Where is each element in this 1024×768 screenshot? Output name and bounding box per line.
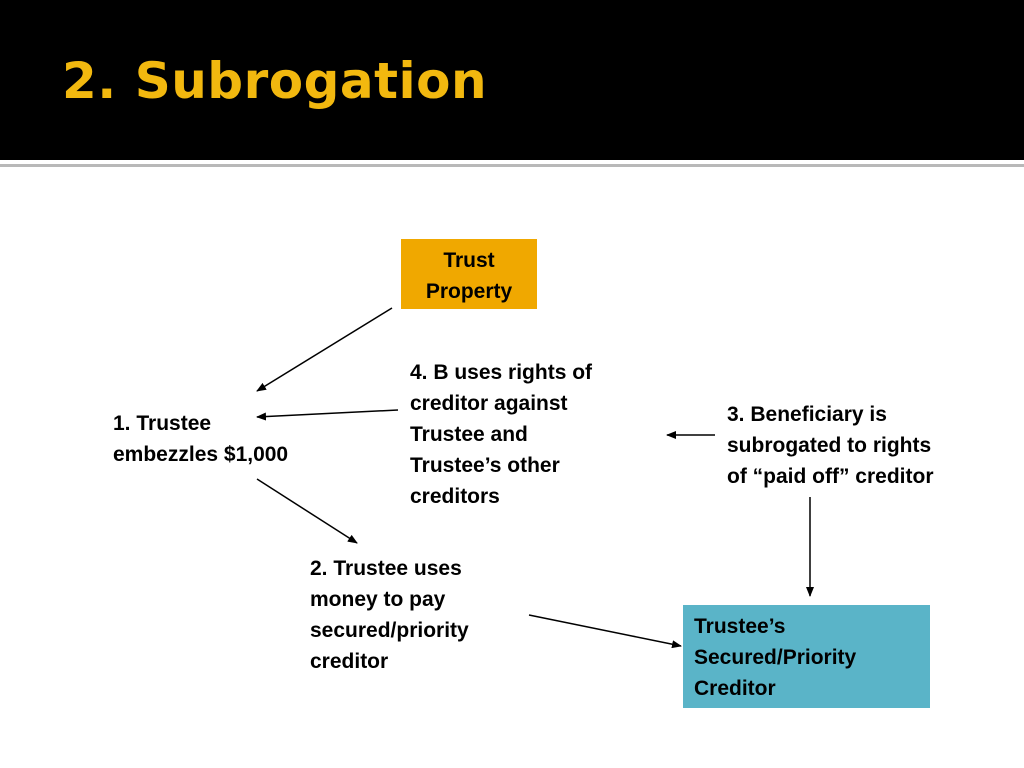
arrow-uses-money-to-creditor <box>528 614 682 649</box>
trustee-embezzles-label: 1. Trustee embezzles $1,000 <box>113 412 289 466</box>
beneficiary-subrogated-label: 3. Beneficiary is subrogated to rights o… <box>727 403 934 488</box>
slide-title: 2. Subrogation <box>62 52 488 110</box>
slide-header <box>0 0 1024 160</box>
secured-creditor-box: Trustee’s Secured/Priority Creditor <box>683 605 930 708</box>
arrow-b-uses-to-embezzles <box>256 409 399 421</box>
header-divider <box>0 160 1024 164</box>
trustee-uses-money-label: 2. Trustee uses money to pay secured/pri… <box>310 557 469 673</box>
header-divider-shadow <box>0 164 1024 167</box>
arrow-embezzles-to-uses-money <box>256 478 358 544</box>
arrow-trust-to-embezzles <box>256 307 393 392</box>
b-uses-rights-label: 4. B uses rights of creditor against Tru… <box>410 361 593 508</box>
trust-property-box: Trust Property <box>401 239 537 309</box>
